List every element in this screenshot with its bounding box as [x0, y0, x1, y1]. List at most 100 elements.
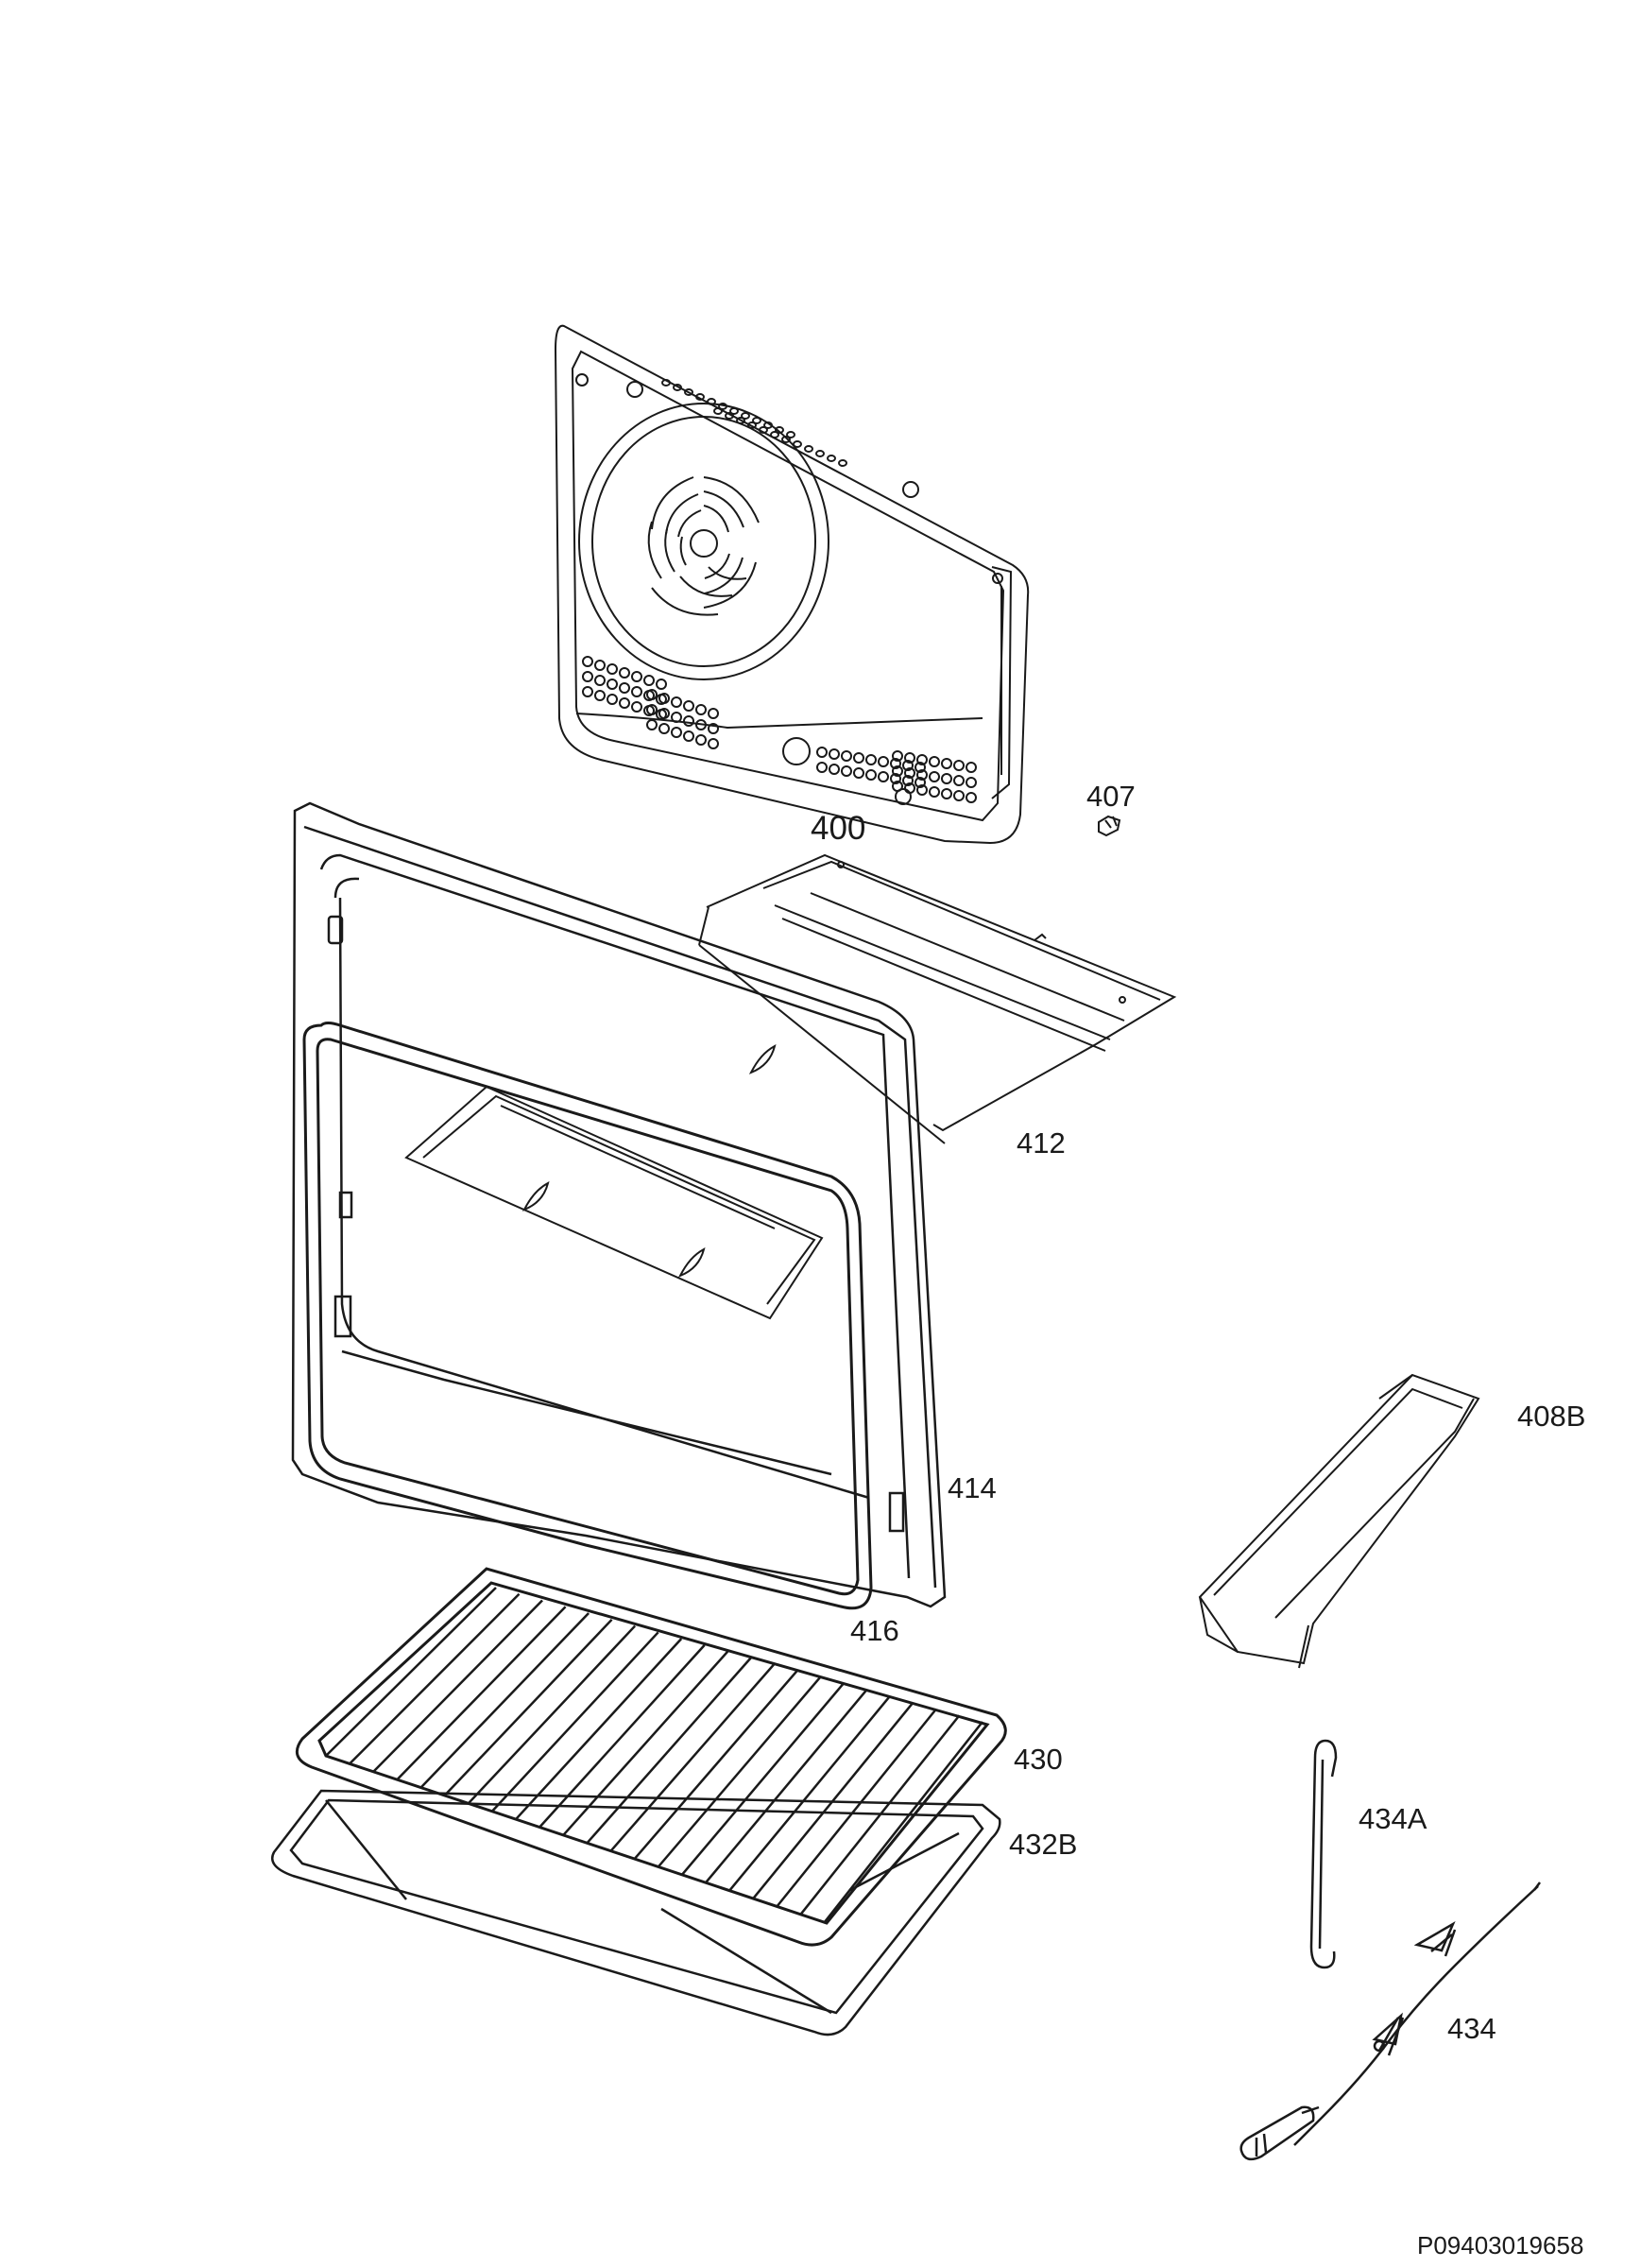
- vent-hole: [903, 776, 913, 785]
- vent-hole: [954, 761, 964, 770]
- vent-hole: [794, 441, 801, 447]
- shelf-rail: [326, 1588, 496, 1756]
- label-408B: 408B: [1517, 1400, 1585, 1433]
- vent-hole: [714, 408, 722, 414]
- label-412: 412: [1017, 1126, 1066, 1160]
- part-432B-baking-tray[interactable]: [272, 1791, 1000, 2035]
- vent-hole: [719, 404, 726, 409]
- vent-hole: [620, 698, 629, 708]
- shelf-rail: [800, 1715, 960, 1915]
- shelf-rail: [516, 1639, 681, 1819]
- part-labels: 400 407 412 414 416 408B 430 432B 434A 4…: [811, 780, 1585, 2259]
- vent-hole: [672, 728, 681, 737]
- vent-hole: [709, 709, 718, 718]
- vent-hole: [828, 455, 835, 461]
- vent-hole: [748, 422, 756, 428]
- shelf-rail: [373, 1601, 542, 1772]
- label-432B: 432B: [1009, 1828, 1077, 1861]
- vent-hole: [730, 408, 738, 414]
- vent-hole: [930, 772, 939, 782]
- shelf-rail: [563, 1652, 727, 1836]
- shelf-rail: [397, 1606, 565, 1779]
- vent-hole: [905, 768, 915, 778]
- vent-hole: [917, 755, 927, 765]
- label-434A: 434A: [1359, 1802, 1427, 1835]
- vent-hole: [942, 774, 951, 783]
- part-416-door-seal[interactable]: [304, 1023, 871, 1608]
- shelf-rail: [350, 1594, 519, 1764]
- vent-hole: [782, 437, 790, 442]
- vent-hole: [684, 701, 693, 711]
- label-416: 416: [850, 1614, 899, 1647]
- vent-hole: [942, 789, 951, 799]
- vent-hole: [917, 770, 927, 780]
- vent-hole: [674, 385, 681, 390]
- vent-hole: [854, 768, 863, 778]
- vent-hole: [829, 749, 839, 759]
- vent-hole: [954, 791, 964, 800]
- vent-hole: [966, 778, 976, 787]
- part-414-oven-front-frame[interactable]: [293, 803, 945, 1606]
- vent-hole: [839, 460, 846, 466]
- vent-hole: [659, 709, 669, 718]
- vent-hole: [879, 772, 888, 782]
- vent-hole: [842, 766, 851, 776]
- vent-hole: [966, 763, 976, 772]
- vent-hole: [930, 757, 939, 766]
- vent-hole: [816, 451, 824, 456]
- vent-hole: [866, 755, 876, 765]
- vent-hole: [760, 427, 767, 433]
- label-434: 434: [1447, 2012, 1496, 2045]
- vent-hole: [891, 774, 900, 783]
- shelf-rail: [824, 1722, 983, 1923]
- shelf-rail: [729, 1696, 890, 1891]
- shelf-rail: [469, 1626, 636, 1804]
- vent-hole: [891, 759, 900, 768]
- vent-hole: [737, 418, 744, 423]
- vent-hole: [659, 694, 669, 703]
- vent-hole: [776, 427, 783, 433]
- vent-hole: [620, 668, 629, 678]
- vent-hole: [672, 697, 681, 707]
- vent-hole: [696, 394, 704, 400]
- label-400: 400: [811, 810, 865, 847]
- vent-hole: [684, 731, 693, 741]
- vent-hole: [726, 413, 733, 419]
- part-407-clip[interactable]: [1099, 816, 1120, 835]
- vent-hole: [607, 695, 617, 704]
- vent-hole: [632, 702, 641, 712]
- vent-hole: [607, 664, 617, 674]
- vent-hole: [659, 724, 669, 733]
- vent-hole: [595, 676, 605, 685]
- part-400-rear-panel[interactable]: [556, 326, 1028, 843]
- label-430: 430: [1014, 1743, 1063, 1776]
- vent-hole: [942, 759, 951, 768]
- vent-hole: [879, 757, 888, 766]
- shelf-rail: [706, 1690, 867, 1883]
- vent-hole: [632, 687, 641, 696]
- vent-hole: [742, 413, 749, 419]
- vent-hole: [583, 672, 592, 681]
- vent-hole: [684, 716, 693, 726]
- vent-hole: [771, 432, 778, 438]
- vent-hole: [620, 683, 629, 693]
- part-412-cavity-shelf[interactable]: [406, 855, 1174, 1318]
- part-408B-channel[interactable]: [1200, 1375, 1479, 1668]
- part-434A-hook-rod[interactable]: [1311, 1741, 1336, 1967]
- part-434-meat-probe[interactable]: [1241, 1882, 1540, 2159]
- shelf-rail: [777, 1709, 936, 1907]
- shelf-rail: [681, 1683, 843, 1875]
- vent-hole: [583, 687, 592, 696]
- label-414: 414: [948, 1471, 997, 1504]
- vent-hole: [753, 418, 761, 423]
- vent-hole: [607, 679, 617, 689]
- vent-hole: [805, 446, 812, 452]
- vent-hole: [842, 751, 851, 761]
- vent-hole: [915, 763, 925, 772]
- vent-hole: [905, 753, 915, 763]
- vent-hole: [930, 787, 939, 797]
- part-430-wire-shelf[interactable]: [297, 1569, 1005, 1945]
- vent-hole: [829, 765, 839, 774]
- vent-hole: [583, 657, 592, 666]
